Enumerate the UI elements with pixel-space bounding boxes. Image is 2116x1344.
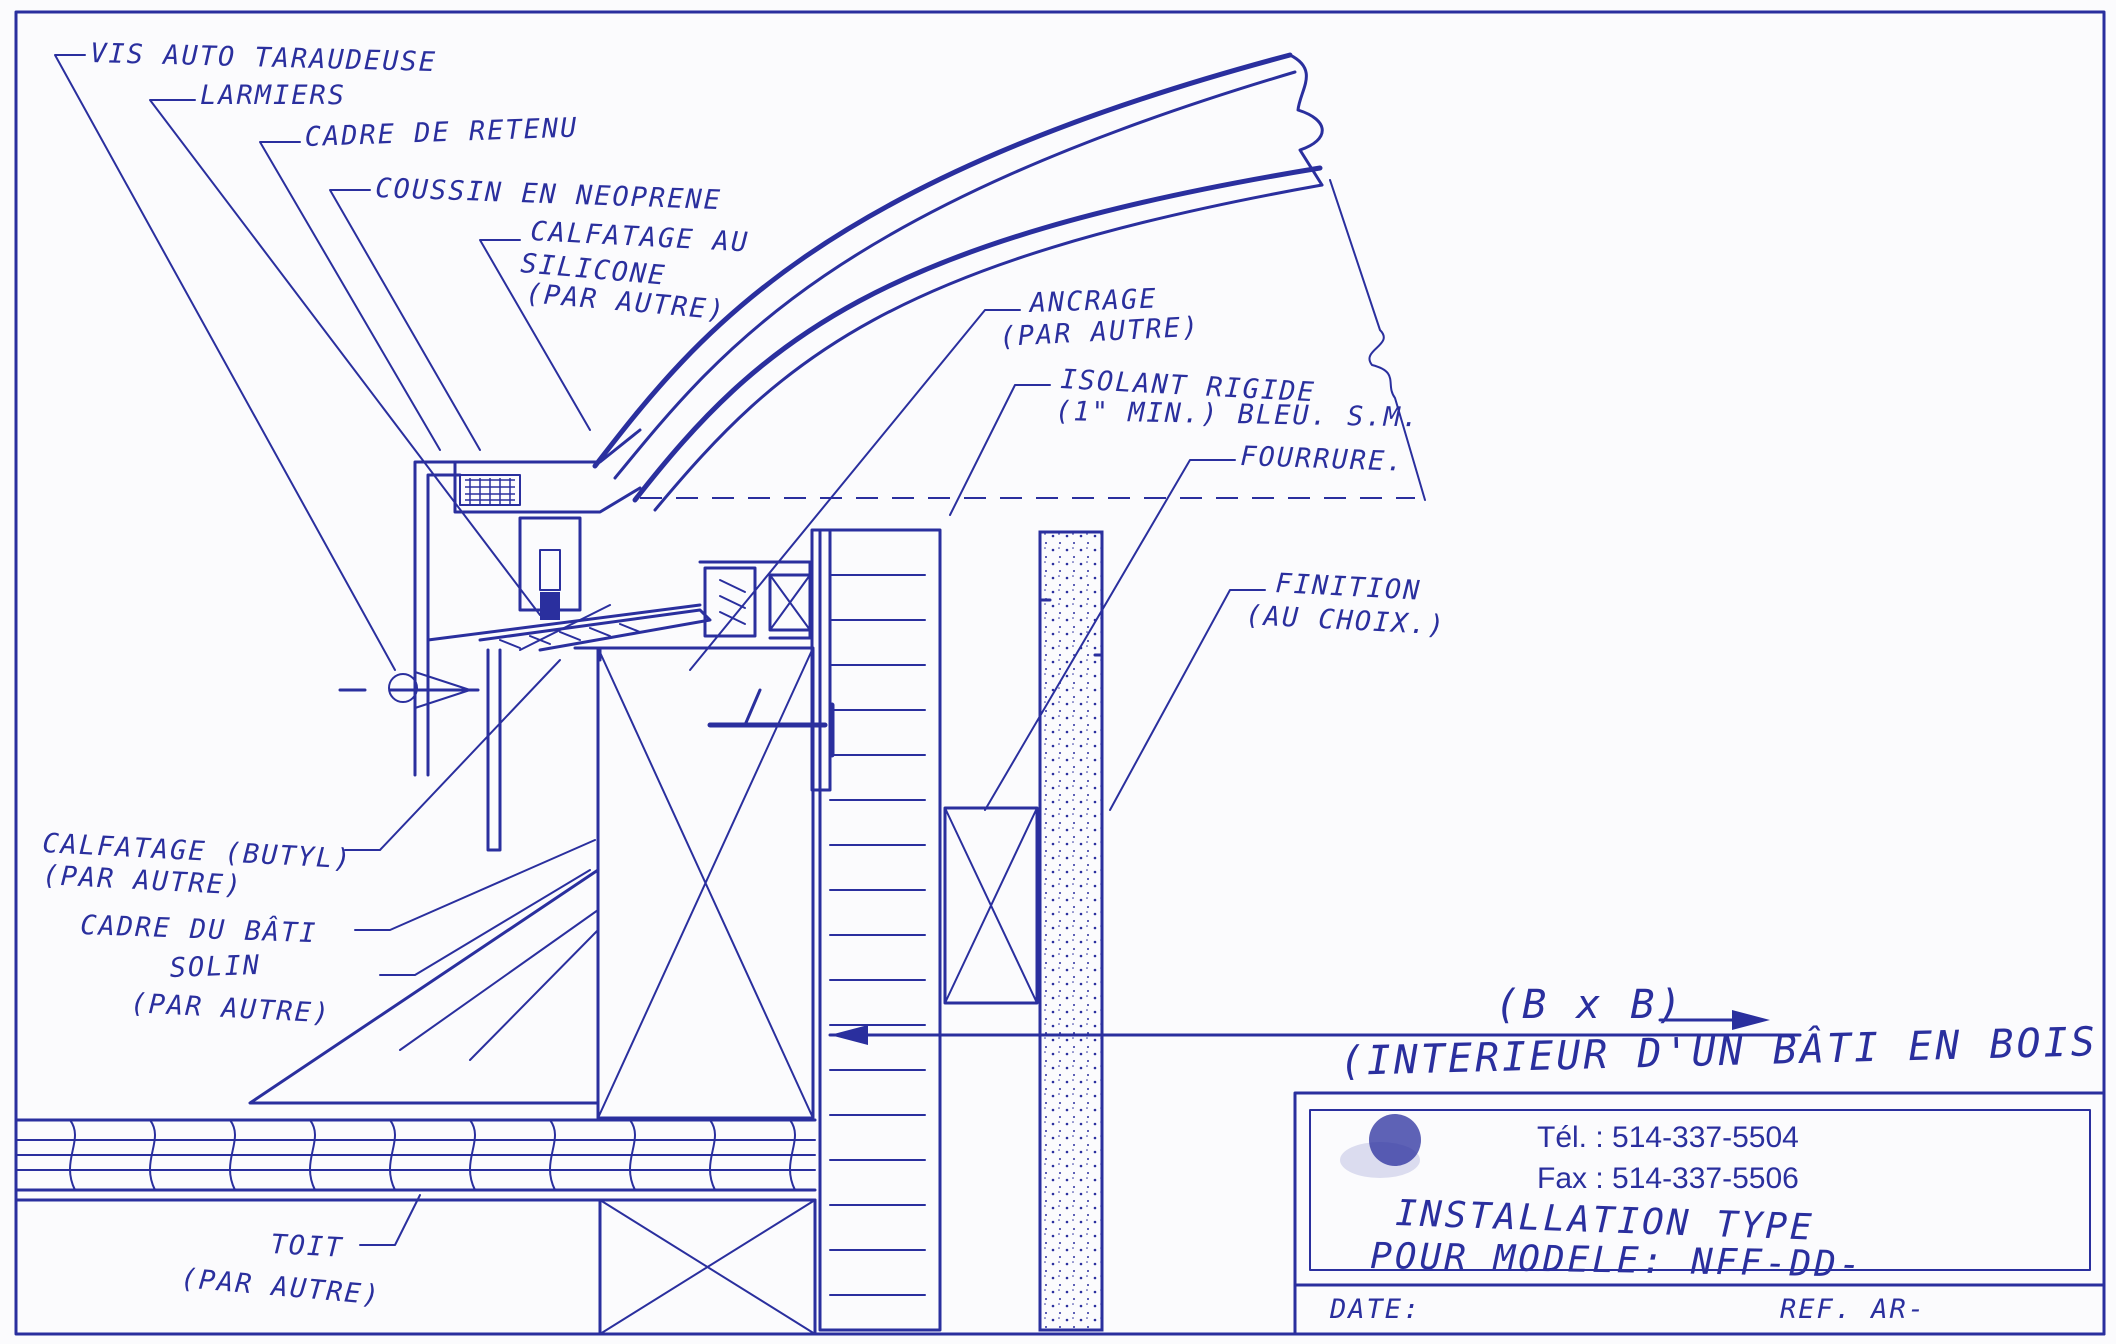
title-block-title-2: POUR MODELE: NFF-DD-: [1370, 1236, 1864, 1286]
title-block-tel: Tél. : 514-337-5504: [1537, 1121, 1799, 1154]
label-ancrage-1: ANCRAGE: [1027, 284, 1158, 320]
label-fourrure: FOURRURE.: [1240, 441, 1405, 478]
neoprene-gasket: [459, 474, 521, 506]
label-ancrage-2: (PAR AUTRE): [999, 312, 1201, 353]
finish-board: [1038, 530, 1104, 1332]
dimension-line: [828, 1010, 1802, 1045]
break-line: [1329, 179, 1426, 501]
curb-frame: [573, 646, 815, 1120]
flashing: [248, 868, 600, 1105]
dimension-description: (INTERIEUR D'UN BÂTI EN BOIS 1 5/8"): [1339, 1011, 2116, 1085]
rigid-insulation: [810, 528, 942, 1332]
dome-shell: [592, 52, 1324, 512]
label-toit-1: TOIT: [270, 1229, 345, 1264]
leader-lines: [54, 54, 1266, 1246]
title-block-fax: Fax : 514-337-5506: [1537, 1162, 1799, 1195]
label-solin-2: (PAR AUTRE): [130, 988, 332, 1029]
sheet-border: [14, 10, 2106, 1336]
retaining-frame: [413, 428, 642, 777]
company-logo: [1369, 1114, 1421, 1166]
label-toit-2: (PAR AUTRE): [179, 1263, 382, 1311]
label-solin-1: SOLIN: [169, 950, 261, 984]
anchor-bolt: [707, 688, 835, 758]
label-cadre-bati: CADRE DU BÂTI: [80, 909, 318, 949]
label-coussin: COUSSIN EN NEOPRENE: [375, 173, 723, 216]
title-block: [1293, 1091, 2106, 1336]
self-tapping-screw: [338, 671, 480, 709]
title-block-date: DATE:: [1329, 1294, 1421, 1325]
title-block-ref: REF. AR-: [1780, 1294, 1926, 1325]
furring-block: [943, 806, 1039, 1005]
roof: [14, 1118, 817, 1336]
vent-cap: [698, 560, 812, 640]
label-larmiers: LARMIERS: [200, 80, 346, 111]
label-cadre-retenu: CADRE DE RETENU: [304, 112, 579, 153]
dimension-value: (B x B): [1495, 982, 1685, 1028]
label-isolant-2: (1" MIN.) BLEU. S.M.: [1055, 396, 1421, 433]
label-vis: VIS AUTO TARAUDEUSE: [90, 38, 438, 78]
label-finition-1: FINITION: [1275, 568, 1422, 607]
